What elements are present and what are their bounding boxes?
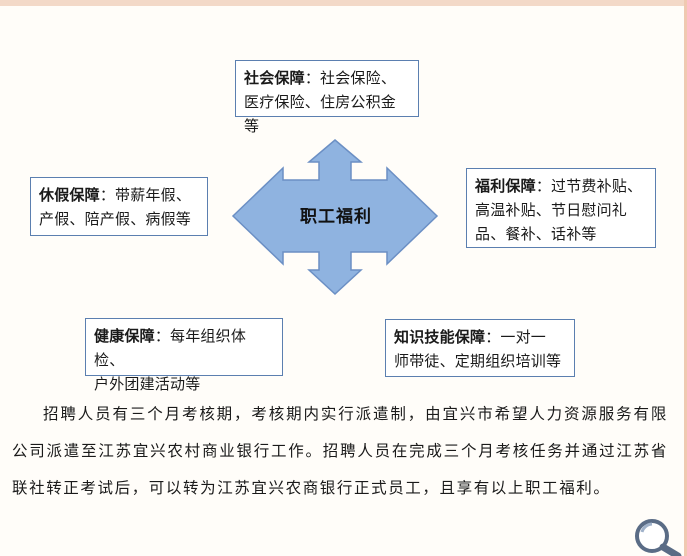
- skill-line2: 师带徒、定期组织培训等: [394, 352, 562, 370]
- health-head: 健康保障: [94, 327, 155, 345]
- welfare-line3: 品、餐补、话补等: [475, 225, 597, 243]
- skill-box: 知识技能保障：一对一 师带徒、定期组织培训等: [385, 319, 575, 377]
- welfare-head: 福利保障: [475, 177, 536, 195]
- health-box: 健康保障：每年组织体检、 户外团建活动等: [85, 318, 283, 393]
- welfare-box: 福利保障：过节费补贴、 高温补贴、节日慰问礼 品、餐补、话补等: [466, 168, 656, 248]
- four-way-arrow-shape: [231, 139, 439, 296]
- right-border: [684, 0, 687, 556]
- social-security-box: 社会保障：社会保险、 医疗保险、住房公积金等: [235, 60, 419, 135]
- magnifier-icon: [635, 519, 682, 556]
- welfare-line2: 高温补贴、节日慰问礼: [475, 201, 628, 219]
- skill-head: 知识技能保障: [394, 328, 486, 346]
- leave-line2: 产假、陪产假、病假等: [39, 210, 192, 228]
- social-text: ：社会保险、: [304, 69, 397, 87]
- four-way-arrow-icon: [231, 139, 439, 296]
- health-text: ：每年组织体检、: [94, 327, 247, 369]
- leave-box: 休假保障：带薪年假、 产假、陪产假、病假等: [30, 177, 208, 236]
- social-line2: 医疗保险、住房公积金等: [244, 93, 397, 135]
- leave-head: 休假保障: [39, 186, 100, 204]
- health-line2: 户外团建活动等: [94, 375, 201, 393]
- welfare-text: ：过节费补贴、: [535, 177, 643, 195]
- leave-text: ：带薪年假、: [99, 186, 192, 204]
- top-border: [0, 0, 687, 6]
- social-head: 社会保障: [244, 69, 305, 87]
- skill-text: ：一对一: [485, 328, 547, 346]
- center-label: 职工福利: [300, 207, 372, 227]
- description-paragraph: 招聘人员有三个月考核期，考核期内实行派遣制，由宜兴市希望人力资源服务有限公司派遣…: [12, 405, 668, 497]
